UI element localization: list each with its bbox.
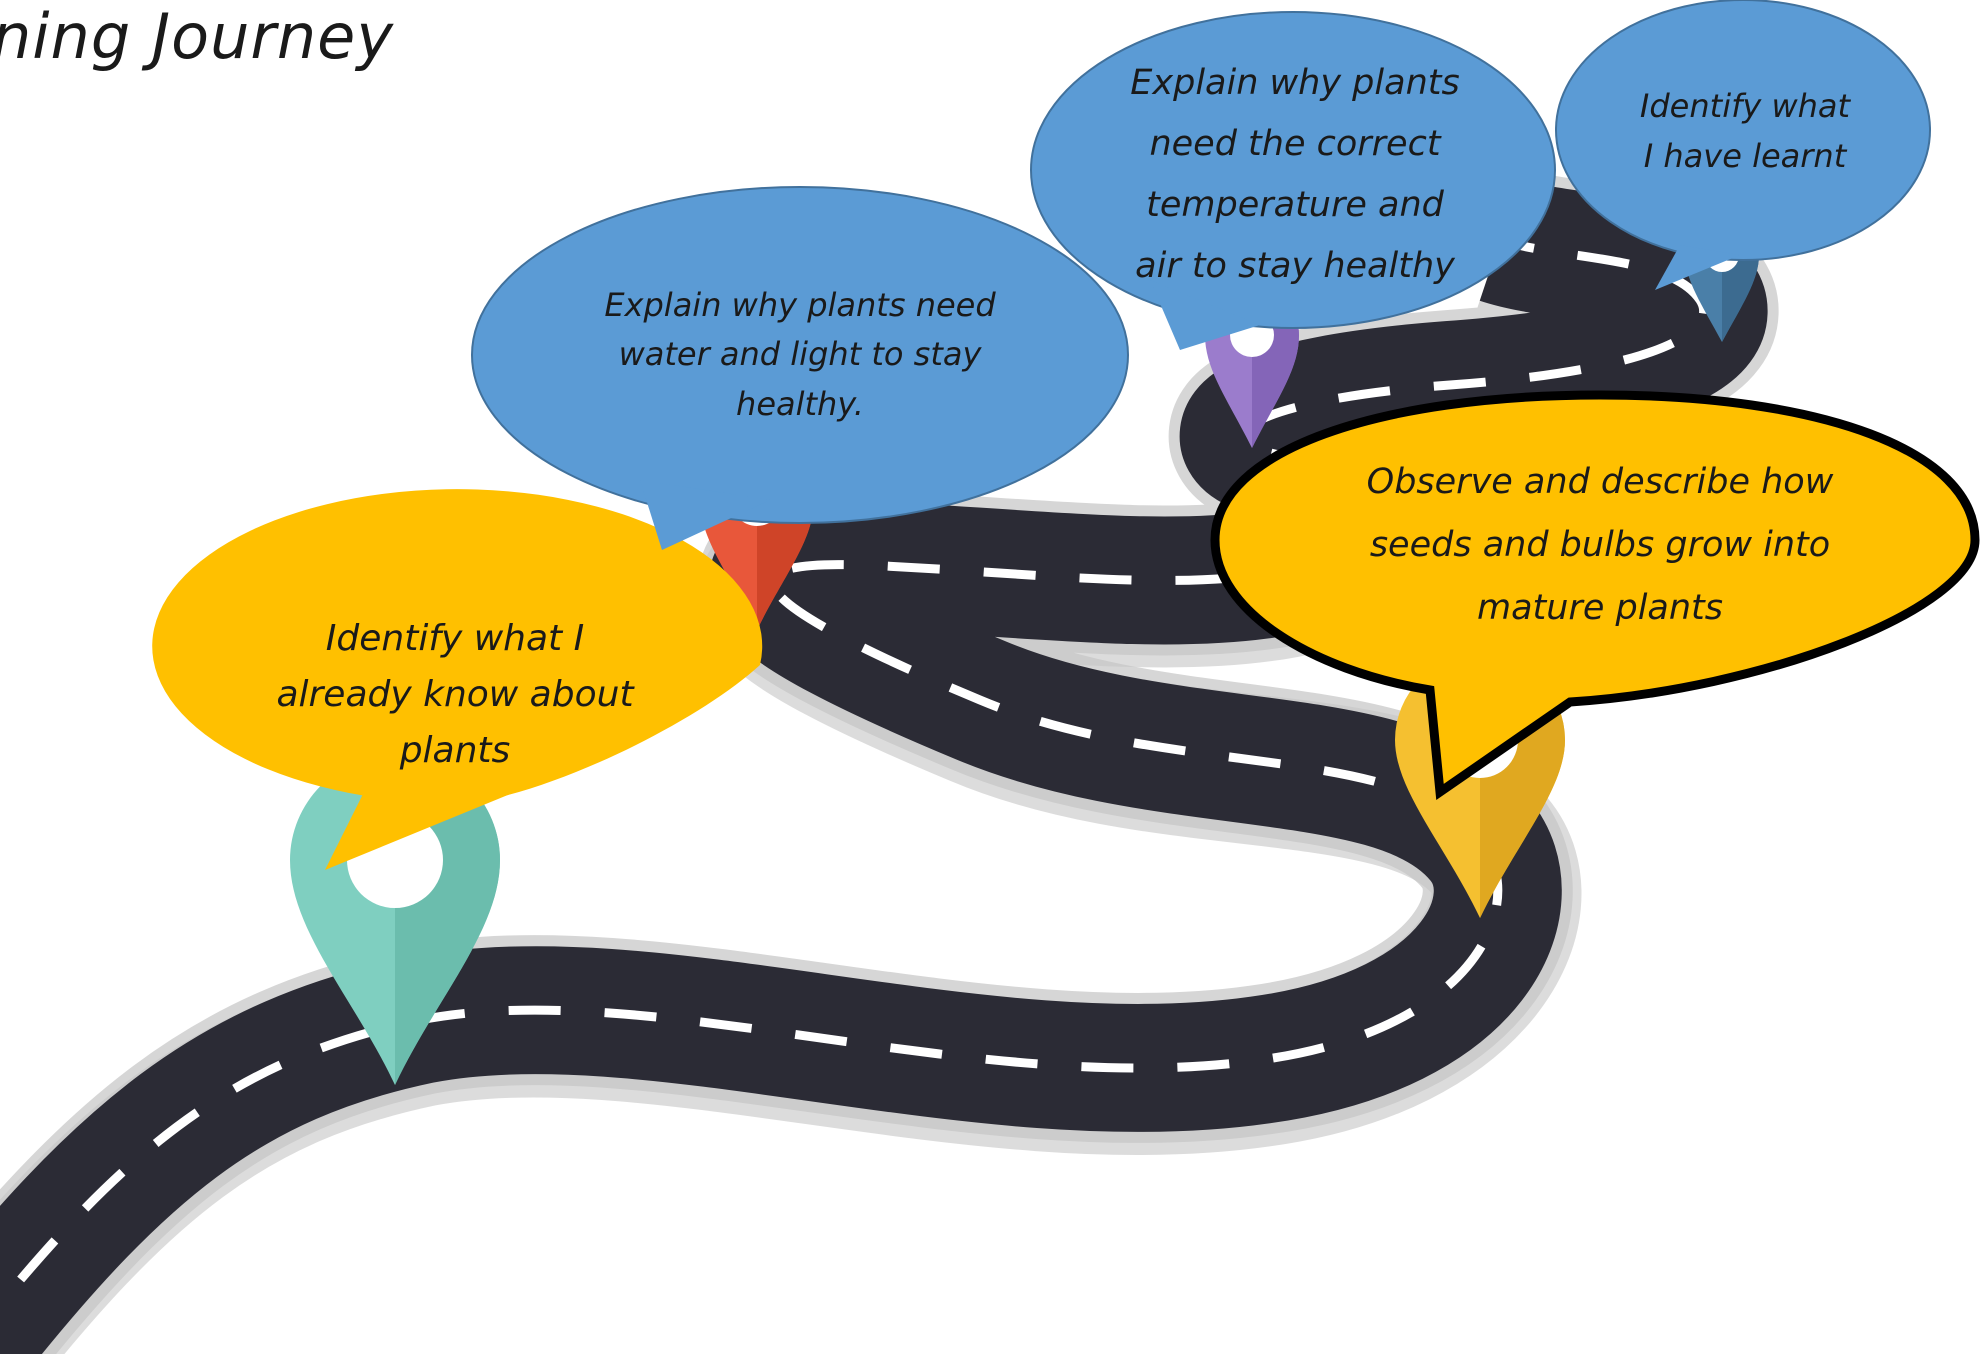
step-1-text: Identify what I already know about plant… [276,618,634,771]
bubble-step-4-tail [1655,245,1740,290]
step-3-text: Explain why plants need the correct temp… [1130,62,1460,287]
step-4-text: Identify what I have learnt [1639,87,1851,175]
bubble-step-3-tail [1150,280,1260,350]
step-5-text: Observe and describe how seeds and bulbs… [1366,461,1834,628]
road-center-dashes [0,235,1709,1312]
bubble-step-5-shape [1210,390,1980,801]
bubble-step-3 [1030,11,1556,329]
bubble-step-2 [471,186,1129,524]
road-fade [1855,220,1985,450]
page-title: ning Journey [0,0,395,73]
bubble-step-1-tail [325,780,520,870]
bubble-step-2-tail [640,480,770,550]
bubble-step-4 [1555,0,1931,261]
step-2-text: Explain why plants need water and light … [604,285,996,423]
bubble-step-1 [152,489,763,804]
